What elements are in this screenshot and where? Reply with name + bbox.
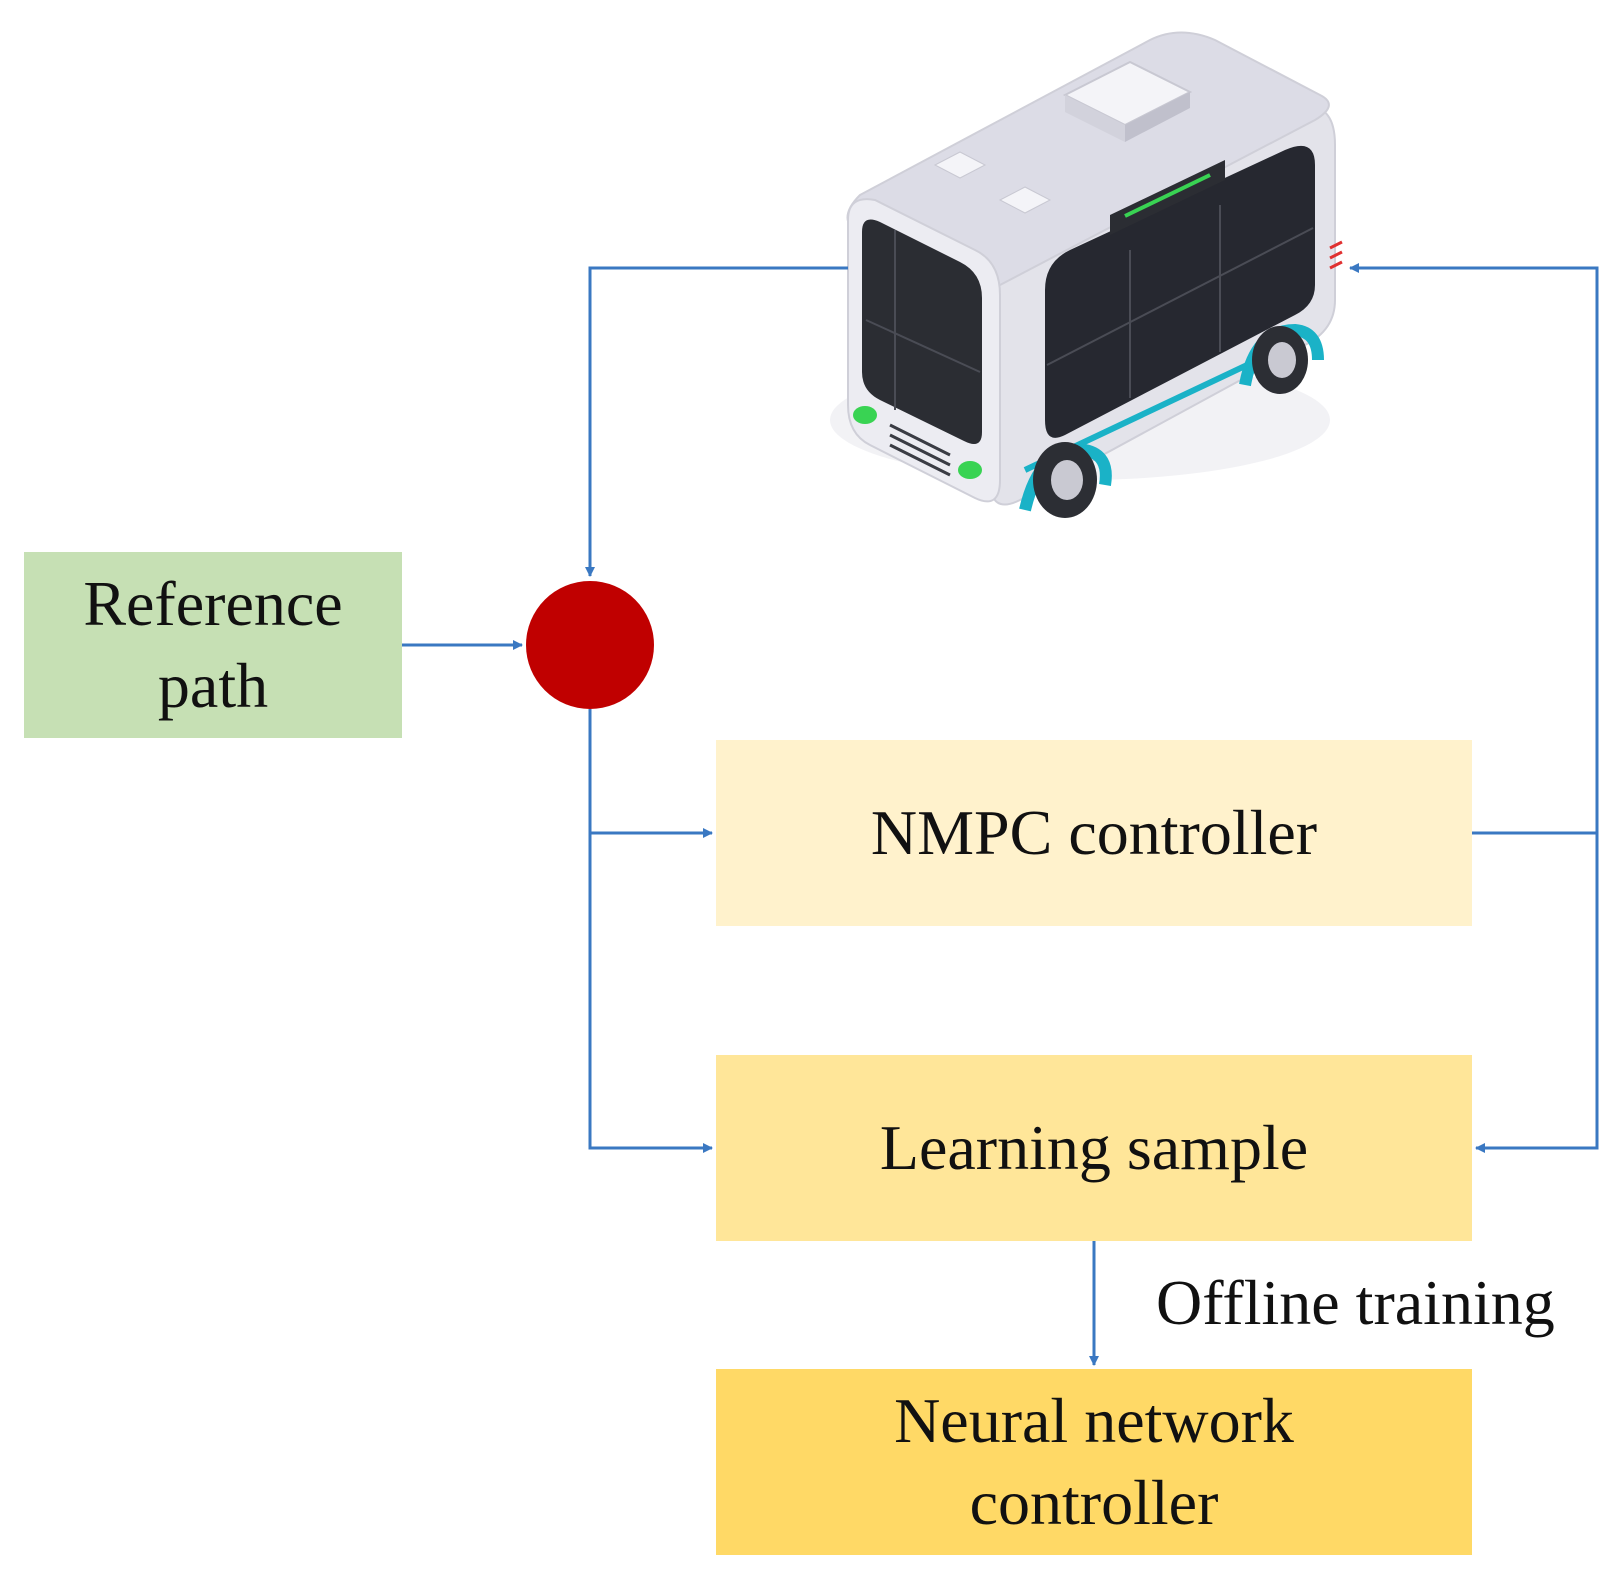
neural-network-controller-label-line-1: Neural network <box>894 1385 1294 1456</box>
reference-path-node: Reference path <box>24 552 402 738</box>
autonomous-shuttle-bus-icon <box>830 31 1343 518</box>
edge-junction-to-learning <box>588 833 713 1153</box>
reference-path-label-line-1: Reference <box>83 568 343 639</box>
nmpc-controller-node: NMPC controller <box>716 740 1472 926</box>
neural-network-controller-node: Neural network controller <box>716 1369 1472 1555</box>
edge-rail-to-learning <box>1475 833 1599 1153</box>
edge-vehicle-to-junction <box>585 266 848 577</box>
summing-junction-node <box>526 581 654 709</box>
edge-junction-to-nmpc <box>588 709 713 838</box>
learning-sample-node: Learning sample <box>716 1055 1472 1241</box>
nmpc-controller-label: NMPC controller <box>870 797 1318 868</box>
reference-path-label-line-2: path <box>157 650 269 721</box>
edge-rail-to-vehicle <box>1349 263 1599 833</box>
offline-training-edge-label: Offline training <box>1156 1267 1555 1338</box>
neural-network-controller-label-line-2: controller <box>969 1467 1219 1538</box>
learning-sample-label: Learning sample <box>879 1112 1309 1183</box>
